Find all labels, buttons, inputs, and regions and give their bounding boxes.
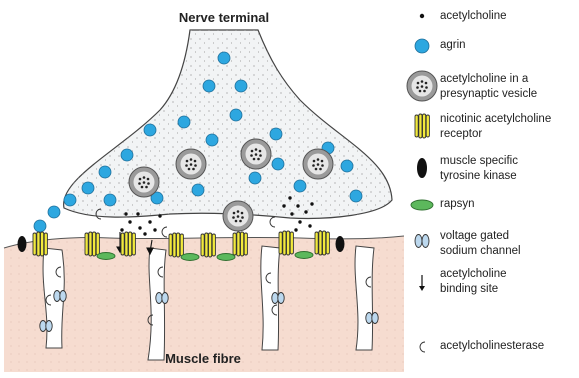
vesicle-icon [404,68,440,102]
blue-circle-icon [404,34,440,68]
green-oval-icon [404,193,440,227]
nmj-diagram: Nerve terminal [0,0,404,378]
legend-label: voltage gated sodium channel [440,229,521,259]
legend-label: agrin [440,38,466,53]
crescent-icon [404,335,440,369]
double-oval-icon [404,225,440,259]
legend-label: acetylcholine [440,9,506,24]
arrow-icon [404,263,440,297]
legend-label: acetylcholine binding site [440,267,506,297]
nerve-terminal-label: Nerve terminal [179,10,269,25]
legend-label: muscle specific tyrosine kinase [440,154,518,184]
receptor-icon [404,108,440,142]
legend: acetylcholine agrin acetylcholine in a p… [404,0,579,378]
black-oval-icon [404,150,440,184]
legend-label: rapsyn [440,197,475,212]
legend-label: acetylcholine in a presynaptic vesicle [440,72,537,102]
muscle-fibre-label: Muscle fibre [165,351,241,366]
legend-label: acetylcholinesterase [440,339,544,354]
legend-label: nicotinic acetylcholine receptor [440,112,551,142]
